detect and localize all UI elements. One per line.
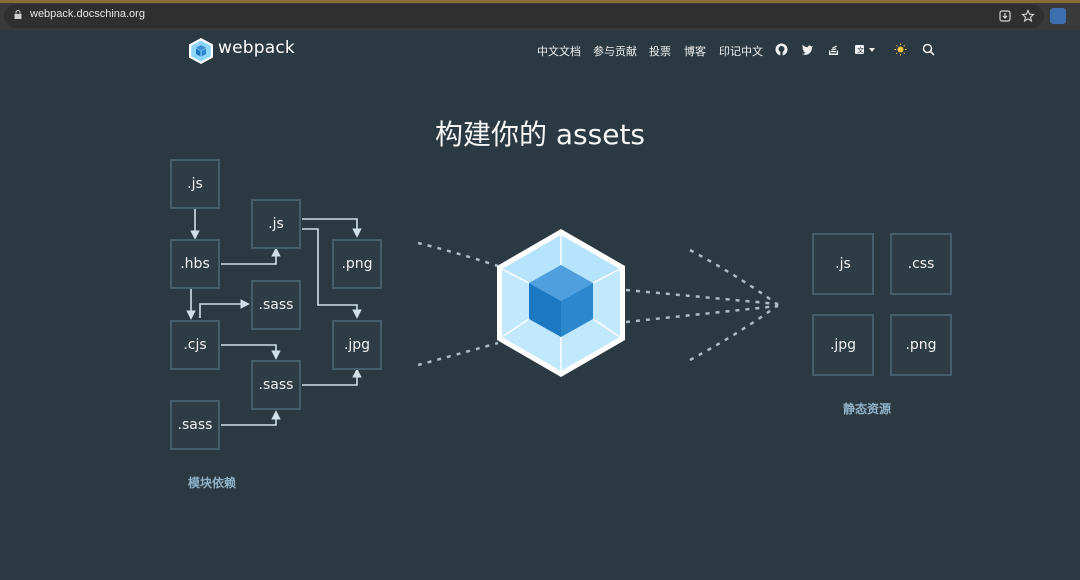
module-sass: .sass — [170, 400, 220, 450]
module-hbs: .hbs — [170, 239, 220, 289]
module-sass: .sass — [251, 360, 301, 410]
module-jpg: .jpg — [332, 320, 382, 370]
hero-title: 构建你的 assets — [434, 118, 646, 151]
extension-icon[interactable] — [1050, 8, 1066, 24]
twitter-icon[interactable] — [801, 43, 814, 56]
nav-docs[interactable]: 中文文档 — [537, 45, 581, 58]
github-icon[interactable] — [775, 43, 788, 56]
download-icon[interactable] — [998, 9, 1012, 23]
output-stream — [689, 304, 779, 362]
brand-name[interactable]: webpack — [218, 38, 295, 58]
output-stream — [625, 304, 779, 324]
webpack-logo-icon[interactable] — [187, 37, 215, 65]
bookmark-star-icon[interactable] — [1021, 9, 1035, 23]
nav-blog[interactable]: 博客 — [684, 45, 706, 58]
webpack-cube-icon — [497, 229, 625, 377]
output-js: .js — [812, 233, 874, 295]
connector — [302, 228, 362, 319]
search-icon[interactable] — [922, 43, 935, 56]
output-stream — [689, 248, 779, 306]
browser-toolbar: webpack.docschina.org — [0, 0, 1080, 30]
output-png: .png — [890, 314, 952, 376]
connector — [302, 218, 362, 238]
connector — [221, 344, 281, 360]
nav-vote[interactable]: 投票 — [649, 45, 671, 58]
input-stream — [417, 341, 499, 367]
module-sass: .sass — [251, 280, 301, 330]
module-caption: 模块依赖 — [188, 476, 237, 490]
svg-text:文: 文 — [857, 46, 864, 55]
output-jpg: .jpg — [812, 314, 874, 376]
output-stream — [625, 288, 779, 306]
output-caption: 静态资源 — [843, 402, 892, 416]
module-js: .js — [170, 159, 220, 209]
nav-contribute[interactable]: 参与贡献 — [593, 45, 637, 58]
module-png: .png — [332, 239, 382, 289]
connector — [221, 247, 281, 265]
connector — [199, 299, 250, 318]
lock-icon — [14, 10, 22, 19]
module-cjs: .cjs — [170, 320, 220, 370]
connector — [302, 368, 362, 386]
site-header: webpack 中文文档 参与贡献 投票 博客 印记中文 文 — [0, 30, 1080, 70]
nav-docschina[interactable]: 印记中文 — [719, 45, 763, 58]
language-switch-icon[interactable]: 文 — [854, 43, 876, 56]
address-bar[interactable]: webpack.docschina.org — [4, 4, 1044, 28]
url-text: webpack.docschina.org — [30, 8, 145, 20]
theme-toggle-sun-icon[interactable] — [894, 43, 907, 56]
output-css: .css — [890, 233, 952, 295]
connector — [221, 410, 281, 426]
stackoverflow-icon[interactable] — [827, 43, 840, 56]
module-js: .js — [251, 199, 301, 249]
input-stream — [417, 241, 499, 268]
